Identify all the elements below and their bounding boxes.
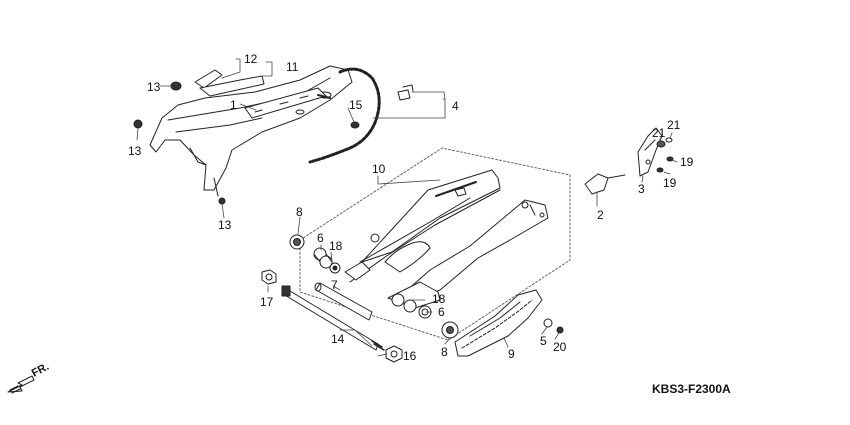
bolt-part-15 bbox=[350, 121, 360, 129]
callout-18-lower: 18 bbox=[432, 292, 446, 306]
chain-slider-part-9 bbox=[454, 289, 543, 357]
callout-4: 4 bbox=[452, 99, 459, 113]
callout-19-bottom: 19 bbox=[663, 176, 677, 190]
chain-clip-part-4 bbox=[397, 84, 414, 101]
callout-18-upper: 18 bbox=[329, 239, 343, 253]
clip-part-12 bbox=[194, 69, 265, 97]
callout-6-lower: 6 bbox=[438, 305, 445, 319]
callout-21-right: 21 bbox=[667, 118, 681, 132]
callout-15: 15 bbox=[349, 98, 363, 112]
assembly-outline bbox=[299, 147, 571, 341]
callout-1: 1 bbox=[230, 98, 237, 112]
diagram-reference-code: KBS3-F2300A bbox=[652, 382, 731, 396]
nut-part-16 bbox=[385, 345, 403, 363]
pivot-bolt-part-14 bbox=[281, 285, 385, 351]
callout-8-lower: 8 bbox=[441, 345, 448, 359]
front-direction-label: FR. bbox=[30, 361, 51, 380]
callout-8-upper: 8 bbox=[296, 205, 303, 219]
callout-20: 20 bbox=[553, 340, 567, 354]
collar-part-5 bbox=[543, 318, 553, 328]
callout-19-top: 19 bbox=[680, 155, 694, 169]
callout-6-upper: 6 bbox=[317, 231, 324, 245]
washers-part-21 bbox=[656, 137, 673, 148]
callout-21-left: 21 bbox=[652, 126, 666, 140]
front-direction-arrow-icon bbox=[7, 375, 35, 394]
screws-part-19 bbox=[656, 156, 674, 173]
callout-16: 16 bbox=[403, 349, 417, 363]
callout-2: 2 bbox=[597, 208, 604, 222]
callout-13-left: 13 bbox=[128, 144, 142, 158]
drive-chain-part-4 bbox=[308, 67, 381, 164]
seal-part-8-lower bbox=[441, 321, 459, 339]
callout-13-top: 13 bbox=[147, 80, 161, 94]
screws-part-13 bbox=[133, 81, 226, 205]
adjuster-part-2 bbox=[584, 173, 626, 195]
callout-12: 12 bbox=[244, 52, 258, 66]
seal-part-8-upper bbox=[289, 234, 305, 250]
callout-17: 17 bbox=[260, 295, 274, 309]
callout-11: 11 bbox=[286, 60, 299, 74]
callout-9: 9 bbox=[508, 347, 515, 361]
bearing-part-18-upper bbox=[329, 262, 341, 274]
bearing-part-18-lower bbox=[391, 293, 417, 313]
callout-13-bottom: 13 bbox=[218, 218, 232, 232]
callout-3: 3 bbox=[638, 182, 645, 196]
callout-7: 7 bbox=[331, 278, 338, 292]
callout-5: 5 bbox=[540, 334, 547, 348]
screw-part-20 bbox=[556, 326, 564, 334]
callout-labels: 12 11 13 1 15 4 13 13 10 8 6 18 7 17 14 … bbox=[30, 52, 731, 396]
callout-14: 14 bbox=[331, 332, 345, 346]
nut-part-17 bbox=[261, 269, 277, 285]
callout-10: 10 bbox=[372, 162, 386, 176]
collar-part-6-upper bbox=[313, 247, 333, 269]
pivot-collar-part-7 bbox=[314, 282, 373, 321]
leader-lines bbox=[136, 58, 678, 357]
